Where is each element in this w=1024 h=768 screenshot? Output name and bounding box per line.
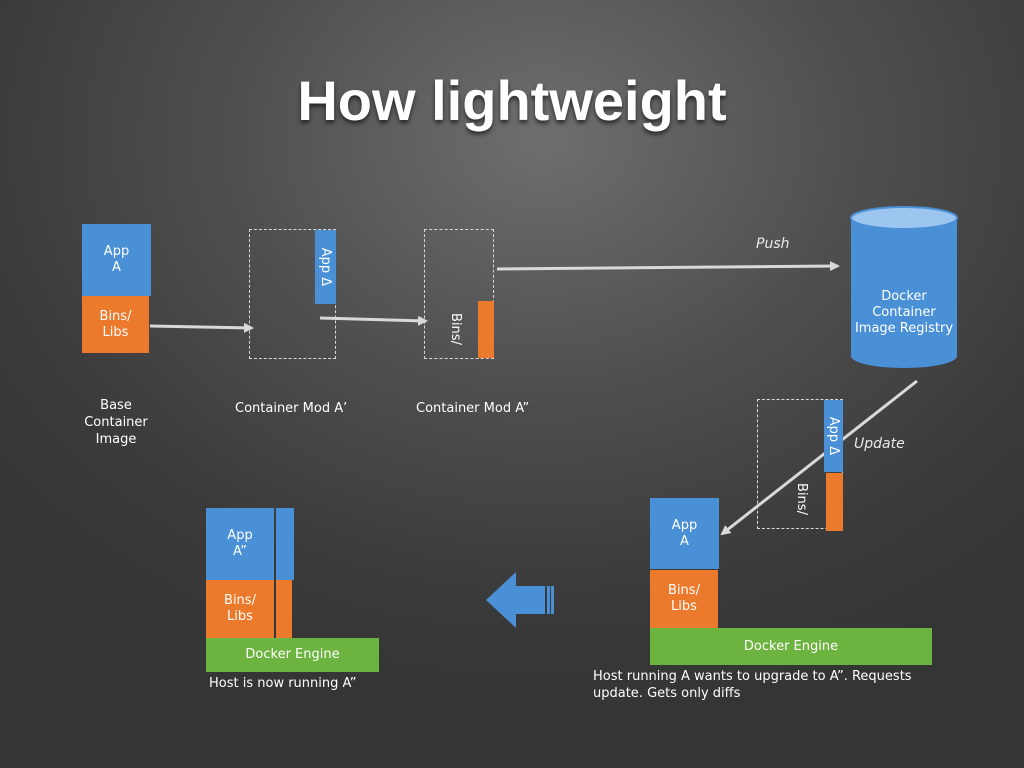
host-after-caption: Host is now running A” <box>209 676 357 691</box>
host-before-bins-block: Bins/ Libs <box>650 570 718 628</box>
base-to-mod1-arrow-icon <box>149 322 254 333</box>
host-before-caption: Host running A wants to upgrade to A”. R… <box>593 669 912 701</box>
update-bins-label-wrap: Bins/ <box>786 470 816 528</box>
update-label: Update <box>854 436 905 452</box>
update-app-delta-label: App Δ <box>826 416 842 456</box>
host-after-bins-delta-strip <box>276 580 292 638</box>
base-caption: Base Container Image <box>84 398 148 447</box>
slide-title: How lightweight <box>297 69 727 132</box>
mod1-app-delta-label: App Δ <box>318 247 334 287</box>
host-after-app-block: App A” <box>206 508 274 580</box>
mod1-app-delta-block: App Δ <box>315 230 336 304</box>
update-bins-label: Bins/ <box>794 483 809 515</box>
registry-label: Docker Container Image Registry <box>854 289 954 336</box>
base-bins-block: Bins/ Libs <box>82 296 149 353</box>
big-left-arrow-icon <box>486 572 554 628</box>
update-bins-block <box>826 473 843 531</box>
update-app-delta-block: App Δ <box>824 400 843 472</box>
registry-cylinder-icon <box>850 206 958 368</box>
host-after-bins-block: Bins/ Libs <box>206 580 274 638</box>
host-before-engine-block: Docker Engine <box>650 628 932 665</box>
mod2-bins-label: Bins/ <box>448 313 463 345</box>
mod2-bins-label-wrap: Bins/ <box>440 300 470 358</box>
host-after-app-delta-strip <box>276 508 294 580</box>
mod2-bins-block <box>478 301 494 358</box>
mod2-container-outline <box>424 229 494 359</box>
base-app-block: App A <box>82 224 151 296</box>
push-arrow-icon <box>496 261 840 272</box>
mod1-caption: Container Mod A’ <box>235 401 348 416</box>
update-arrow-icon <box>720 379 918 536</box>
mod2-caption: Container Mod A” <box>416 401 530 416</box>
host-before-app-block: App A <box>650 498 719 569</box>
mod1-to-mod2-arrow-icon <box>319 315 428 326</box>
push-label: Push <box>756 236 790 252</box>
host-after-engine-block: Docker Engine <box>206 638 379 672</box>
